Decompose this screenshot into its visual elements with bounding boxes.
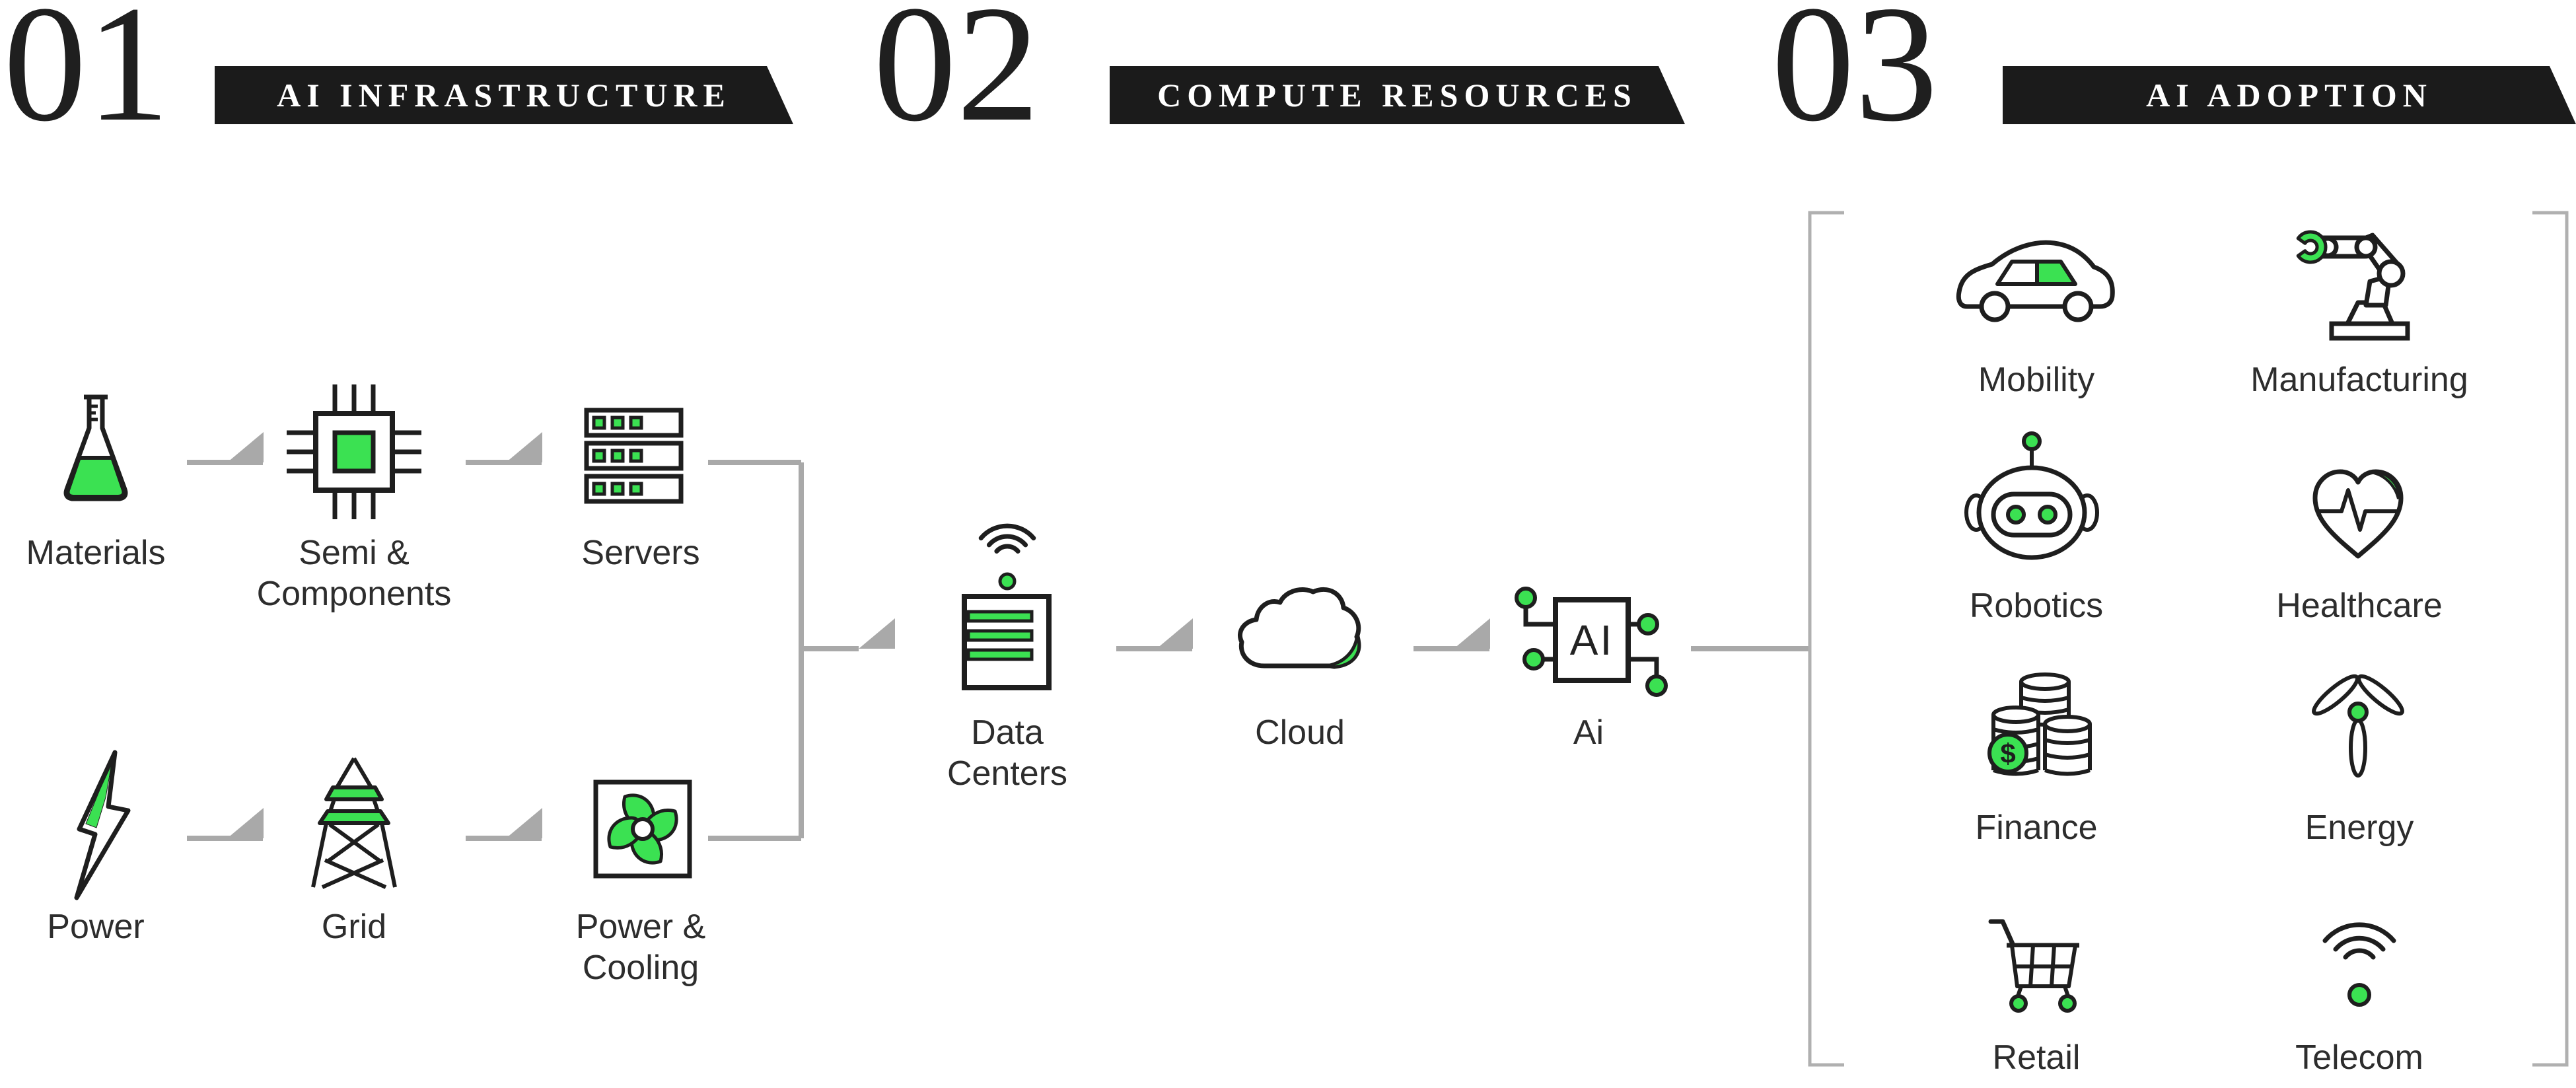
wifi-icon	[2322, 922, 2396, 1007]
robot-arm-icon	[2296, 230, 2410, 341]
flow-arrows	[187, 432, 1810, 841]
label-grid: Grid	[321, 908, 387, 946]
stage-title-1: AI INFRASTRUCTURE	[277, 77, 731, 114]
stage-title-2: COMPUTE RESOURCES	[1157, 77, 1637, 114]
label-robotics: Robotics	[1969, 587, 2104, 625]
ai-chip-icon: AI	[1515, 587, 1668, 697]
car-icon	[1956, 240, 2115, 322]
server-rack-icon	[584, 408, 684, 504]
stage-number-1: 01	[3, 0, 170, 156]
label-cloud: Cloud	[1255, 713, 1345, 752]
cloud-icon	[1238, 587, 1361, 669]
label-power-cooling: Power & Cooling	[575, 908, 706, 987]
label-finance: Finance	[1975, 809, 2098, 847]
stage-banner-2: COMPUTE RESOURCES	[1110, 66, 1685, 124]
stage-banner-3: AI ADOPTION	[2003, 66, 2576, 124]
label-power: Power	[47, 908, 145, 946]
wind-turbine-icon	[2312, 674, 2404, 778]
stage-title-3: AI ADOPTION	[2146, 77, 2433, 114]
lightning-icon	[74, 750, 131, 900]
cooling-fan-icon	[593, 780, 692, 879]
stage-banner-1: AI INFRASTRUCTURE	[215, 66, 793, 124]
dollar-symbol: $	[2000, 738, 2015, 769]
label-healthcare: Healthcare	[2276, 587, 2443, 625]
label-servers: Servers	[581, 534, 700, 572]
chip-icon	[287, 384, 421, 519]
label-data-centers: Data Centers	[947, 713, 1068, 793]
adoption-brackets	[1808, 211, 2569, 1067]
label-mobility: Mobility	[1978, 361, 2095, 399]
label-ai: Ai	[1573, 713, 1604, 752]
transmission-tower-icon	[311, 757, 397, 889]
robot-head-icon	[1964, 431, 2099, 560]
data-center-icon	[962, 523, 1052, 690]
label-manufacturing: Manufacturing	[2250, 361, 2468, 399]
label-retail: Retail	[1992, 1038, 2081, 1077]
flask-icon	[63, 394, 128, 501]
stage-number-3: 03	[1771, 0, 1938, 156]
shopping-cart-icon	[1988, 919, 2079, 1013]
label-telecom: Telecom	[2295, 1038, 2423, 1077]
ai-chip-text: AI	[1570, 616, 1614, 664]
merge-bracket	[708, 460, 804, 841]
heart-pulse-icon	[2312, 469, 2404, 559]
label-energy: Energy	[2305, 809, 2414, 847]
coins-icon: $	[1987, 672, 2092, 776]
label-semi-components: Semi & Components	[256, 534, 452, 613]
label-materials: Materials	[26, 534, 166, 572]
stage-number-2: 02	[873, 0, 1040, 156]
